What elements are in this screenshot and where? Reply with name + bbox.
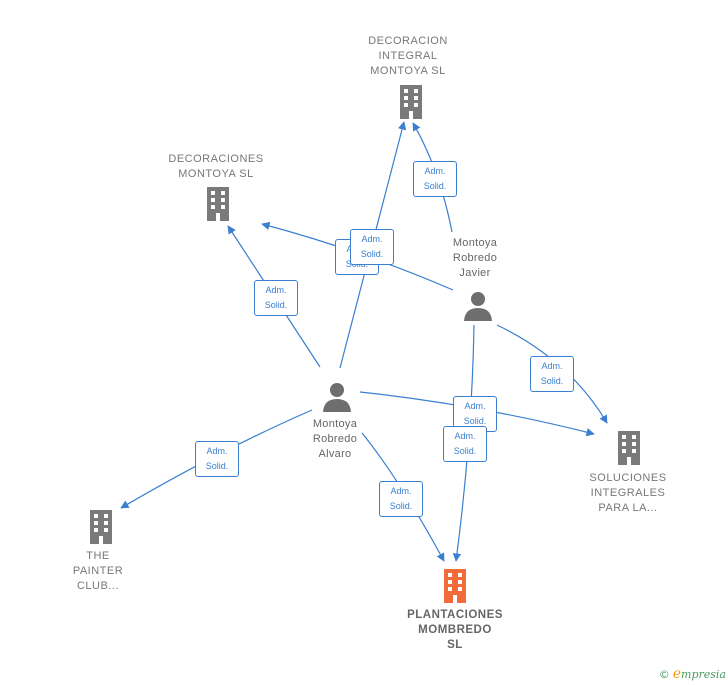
brand-name: mpresia (681, 668, 726, 681)
edge-badge[interactable]: Adm.Solid. (443, 426, 487, 462)
brand-logo-e: e (672, 666, 682, 682)
building-icon-focus (444, 569, 466, 603)
edge-badge[interactable]: Adm.Solid. (254, 280, 298, 316)
brand-footer[interactable]: ©empresia (659, 666, 726, 682)
building-icon (400, 85, 422, 119)
building-icon (207, 187, 229, 221)
building-icon (618, 431, 640, 465)
edge-badge[interactable]: Adm.Solid. (530, 356, 574, 392)
node-label-decoraciones-montoya[interactable]: DECORACIONES MONTOYA SL (168, 153, 264, 180)
node-label-painter-club[interactable]: THE PAINTER CLUB... (72, 550, 124, 592)
node-label-decoracion-integral[interactable]: DECORACION INTEGRAL MONTOYA SL (368, 35, 448, 77)
node-label-montoya-alvaro[interactable]: Montoya Robredo Alvaro (312, 418, 358, 460)
copyright-icon: © (658, 668, 670, 681)
node-label-soluciones-integrales[interactable]: SOLUCIONES INTEGRALES PARA LA... (589, 472, 667, 514)
person-icon (464, 292, 492, 321)
edge-badge[interactable]: Adm.Solid. (195, 441, 239, 477)
node-label-montoya-javier[interactable]: Montoya Robredo Javier (452, 237, 498, 279)
edge-badge[interactable]: Adm.Solid. (413, 161, 457, 197)
node-label-plantaciones-mombredo[interactable]: PLANTACIONES MOMBREDO SL (407, 609, 503, 651)
building-icon (90, 510, 112, 544)
edge-badge[interactable]: Adm.Solid. (350, 229, 394, 265)
edge-badge[interactable]: Adm.Solid. (379, 481, 423, 517)
person-icon (323, 383, 351, 412)
